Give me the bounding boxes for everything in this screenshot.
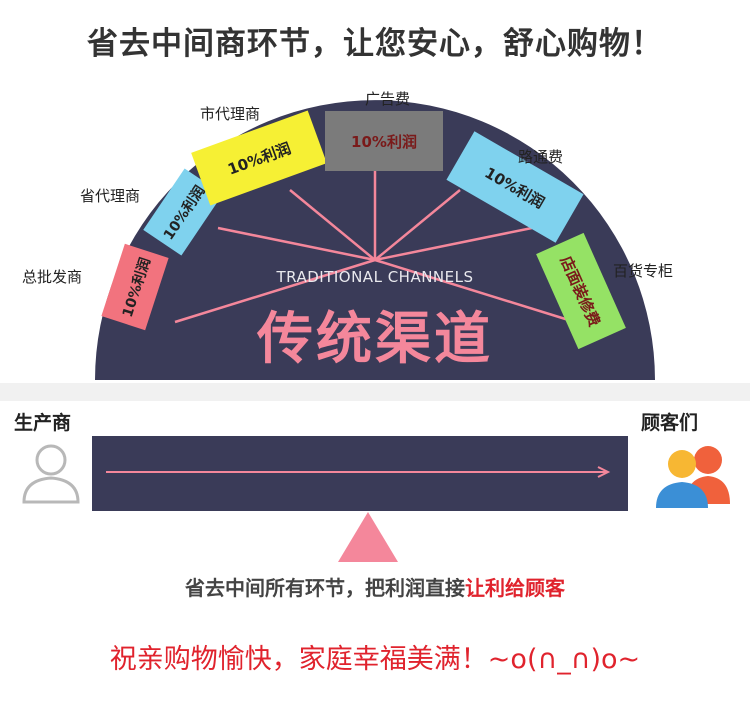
segment-road-fee-box <box>446 131 584 243</box>
headline: 省去中间商环节，让您安心，舒心购物！ <box>87 26 663 62</box>
arch-rays <box>174 170 576 324</box>
direct-flow-arrow <box>106 466 611 478</box>
segment-provincial-agent-box <box>143 168 223 256</box>
segment-wholesaler-box <box>101 243 169 331</box>
label-wholesaler: 总批发商 <box>22 268 83 286</box>
segment-road-fee: 10%利润 <box>446 131 584 243</box>
segment-wholesaler: 10%利润 <box>101 243 169 331</box>
direct-flow-bar <box>92 436 628 511</box>
producer-avatar-icon <box>22 444 80 504</box>
customer-label: 顾客们 <box>641 412 699 434</box>
segment-department-store: 店面装修费 <box>536 232 626 350</box>
segment-advertising: 10%利润 <box>325 111 443 171</box>
footer-note-prefix: 省去中间所有环节，把利润直接 <box>185 576 465 600</box>
greeting-text: 祝亲购物愉快，家庭幸福美满！~o(∩_∩)o~ <box>109 644 641 675</box>
segment-city-agent: 10%利润 <box>191 110 327 206</box>
up-triangle-icon <box>338 512 398 562</box>
arch-chinese-title: 传统渠道 <box>257 307 493 372</box>
segment-advertising-tag: 10%利润 <box>351 133 417 151</box>
traditional-channels-arch: 10%利润 10%利润 10%利润 10%利润 10%利润 店面装修费 <box>95 100 655 380</box>
label-department-store: 百货专柜 <box>613 262 674 280</box>
label-road-fee: 路通费 <box>518 148 564 166</box>
label-city-agent: 市代理商 <box>200 105 261 123</box>
customers-icon <box>656 446 730 508</box>
segment-city-agent-box <box>191 110 327 206</box>
label-provincial-agent: 省代理商 <box>80 187 141 205</box>
producer-label: 生产商 <box>14 412 72 434</box>
segment-advertising-box <box>325 111 443 171</box>
footer-note-highlight: 让利给顾客 <box>465 576 565 600</box>
section-divider <box>0 383 750 401</box>
segment-department-store-box <box>536 232 626 350</box>
arch-english-title: TRADITIONAL CHANNELS <box>276 268 474 286</box>
footer-note: 省去中间所有环节，把利润直接让利给顾客 <box>0 572 750 601</box>
label-advertising: 广告费 <box>365 90 411 108</box>
